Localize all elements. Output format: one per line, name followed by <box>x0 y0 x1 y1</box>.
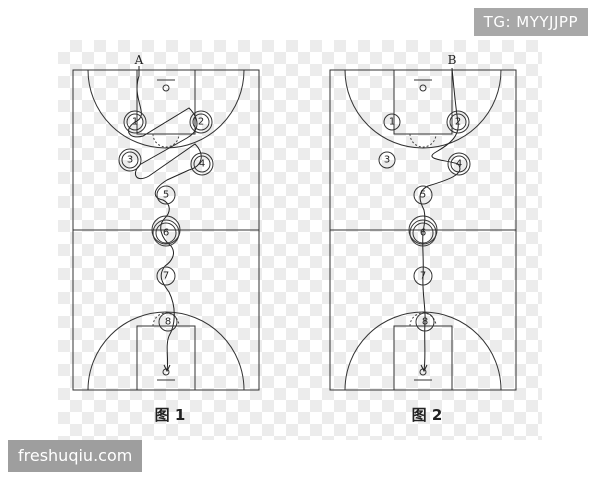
center-circle <box>151 215 181 245</box>
station-1-label: 1 <box>132 117 138 128</box>
figure-caption-1: 图 1 <box>154 406 186 424</box>
station-7-label: 7 <box>420 271 426 282</box>
station-4-label: 4 <box>199 159 205 170</box>
station-5-label: 5 <box>420 190 426 201</box>
watermark-bottom: freshuqiu.com <box>8 440 143 472</box>
three-point-arc-top <box>344 69 502 149</box>
station-2-ring <box>192 113 210 131</box>
station-2-label: 2 <box>198 117 204 128</box>
station-1-ring <box>383 113 401 131</box>
key-top <box>136 69 196 135</box>
station-1-ring <box>126 113 144 131</box>
figure-caption-2: 图 2 <box>411 406 443 424</box>
station-3-outer <box>118 148 142 172</box>
station-4-ring <box>193 155 211 173</box>
station-4-label: 4 <box>456 159 462 170</box>
basket-top <box>162 84 170 92</box>
station-4-ring <box>450 155 468 173</box>
station-6-ring <box>412 222 434 244</box>
three-point-arc-bottom <box>87 311 245 391</box>
court-diagram-b: B 1 2 3 4 5 6 7 8 <box>329 53 517 391</box>
station-5-label: 5 <box>163 190 169 201</box>
basket-top <box>419 84 427 92</box>
station-2-outer <box>189 110 213 134</box>
court-label: A <box>134 53 144 67</box>
station-3-ring <box>378 151 396 169</box>
route-path <box>128 75 202 371</box>
diagram-panel <box>58 40 542 440</box>
station-2-ring <box>449 113 467 131</box>
court-label: B <box>448 53 457 67</box>
station-8-ring <box>158 312 178 332</box>
station-6-ring <box>155 222 177 244</box>
station-4-outer <box>447 152 471 176</box>
stations: 1 2 3 4 5 6 7 8 <box>118 110 214 332</box>
station-1-label: 1 <box>389 117 395 128</box>
three-point-arc-top <box>87 69 245 149</box>
station-7-ring <box>156 266 176 286</box>
route-path <box>419 67 461 371</box>
station-8-label: 8 <box>165 317 171 328</box>
key-dash-arc-top <box>409 133 437 148</box>
key-top <box>393 69 453 135</box>
station-8-label: 8 <box>422 317 428 328</box>
watermark-top: TG: MYYJJPP <box>473 8 588 36</box>
key-bottom <box>136 325 196 391</box>
key-bottom <box>393 325 453 391</box>
station-6-outer <box>409 219 437 247</box>
court-markings <box>72 69 260 391</box>
station-6-label: 6 <box>163 228 169 239</box>
court-diagram-a: A 1 2 3 4 5 6 7 8 <box>72 53 260 391</box>
station-3-label: 3 <box>384 155 390 166</box>
station-3-ring <box>121 151 139 169</box>
station-7-label: 7 <box>163 271 169 282</box>
route-end-arrow <box>163 364 171 373</box>
station-6-outer <box>152 219 180 247</box>
route-end-arrow <box>420 364 428 373</box>
station-3-label: 3 <box>127 155 133 166</box>
station-1-outer <box>123 110 147 134</box>
station-4-outer <box>190 152 214 176</box>
stations: 1 2 3 4 5 6 7 8 <box>378 110 471 332</box>
station-7-ring <box>413 266 433 286</box>
station-8-ring <box>415 312 435 332</box>
station-5-ring <box>156 185 176 205</box>
key-dash-arc-top <box>152 133 180 148</box>
station-2-label: 2 <box>455 117 461 128</box>
station-2-outer <box>446 110 470 134</box>
three-point-arc-bottom <box>344 311 502 391</box>
court-markings <box>329 69 517 391</box>
station-6-label: 6 <box>420 228 426 239</box>
station-5-ring <box>413 185 433 205</box>
